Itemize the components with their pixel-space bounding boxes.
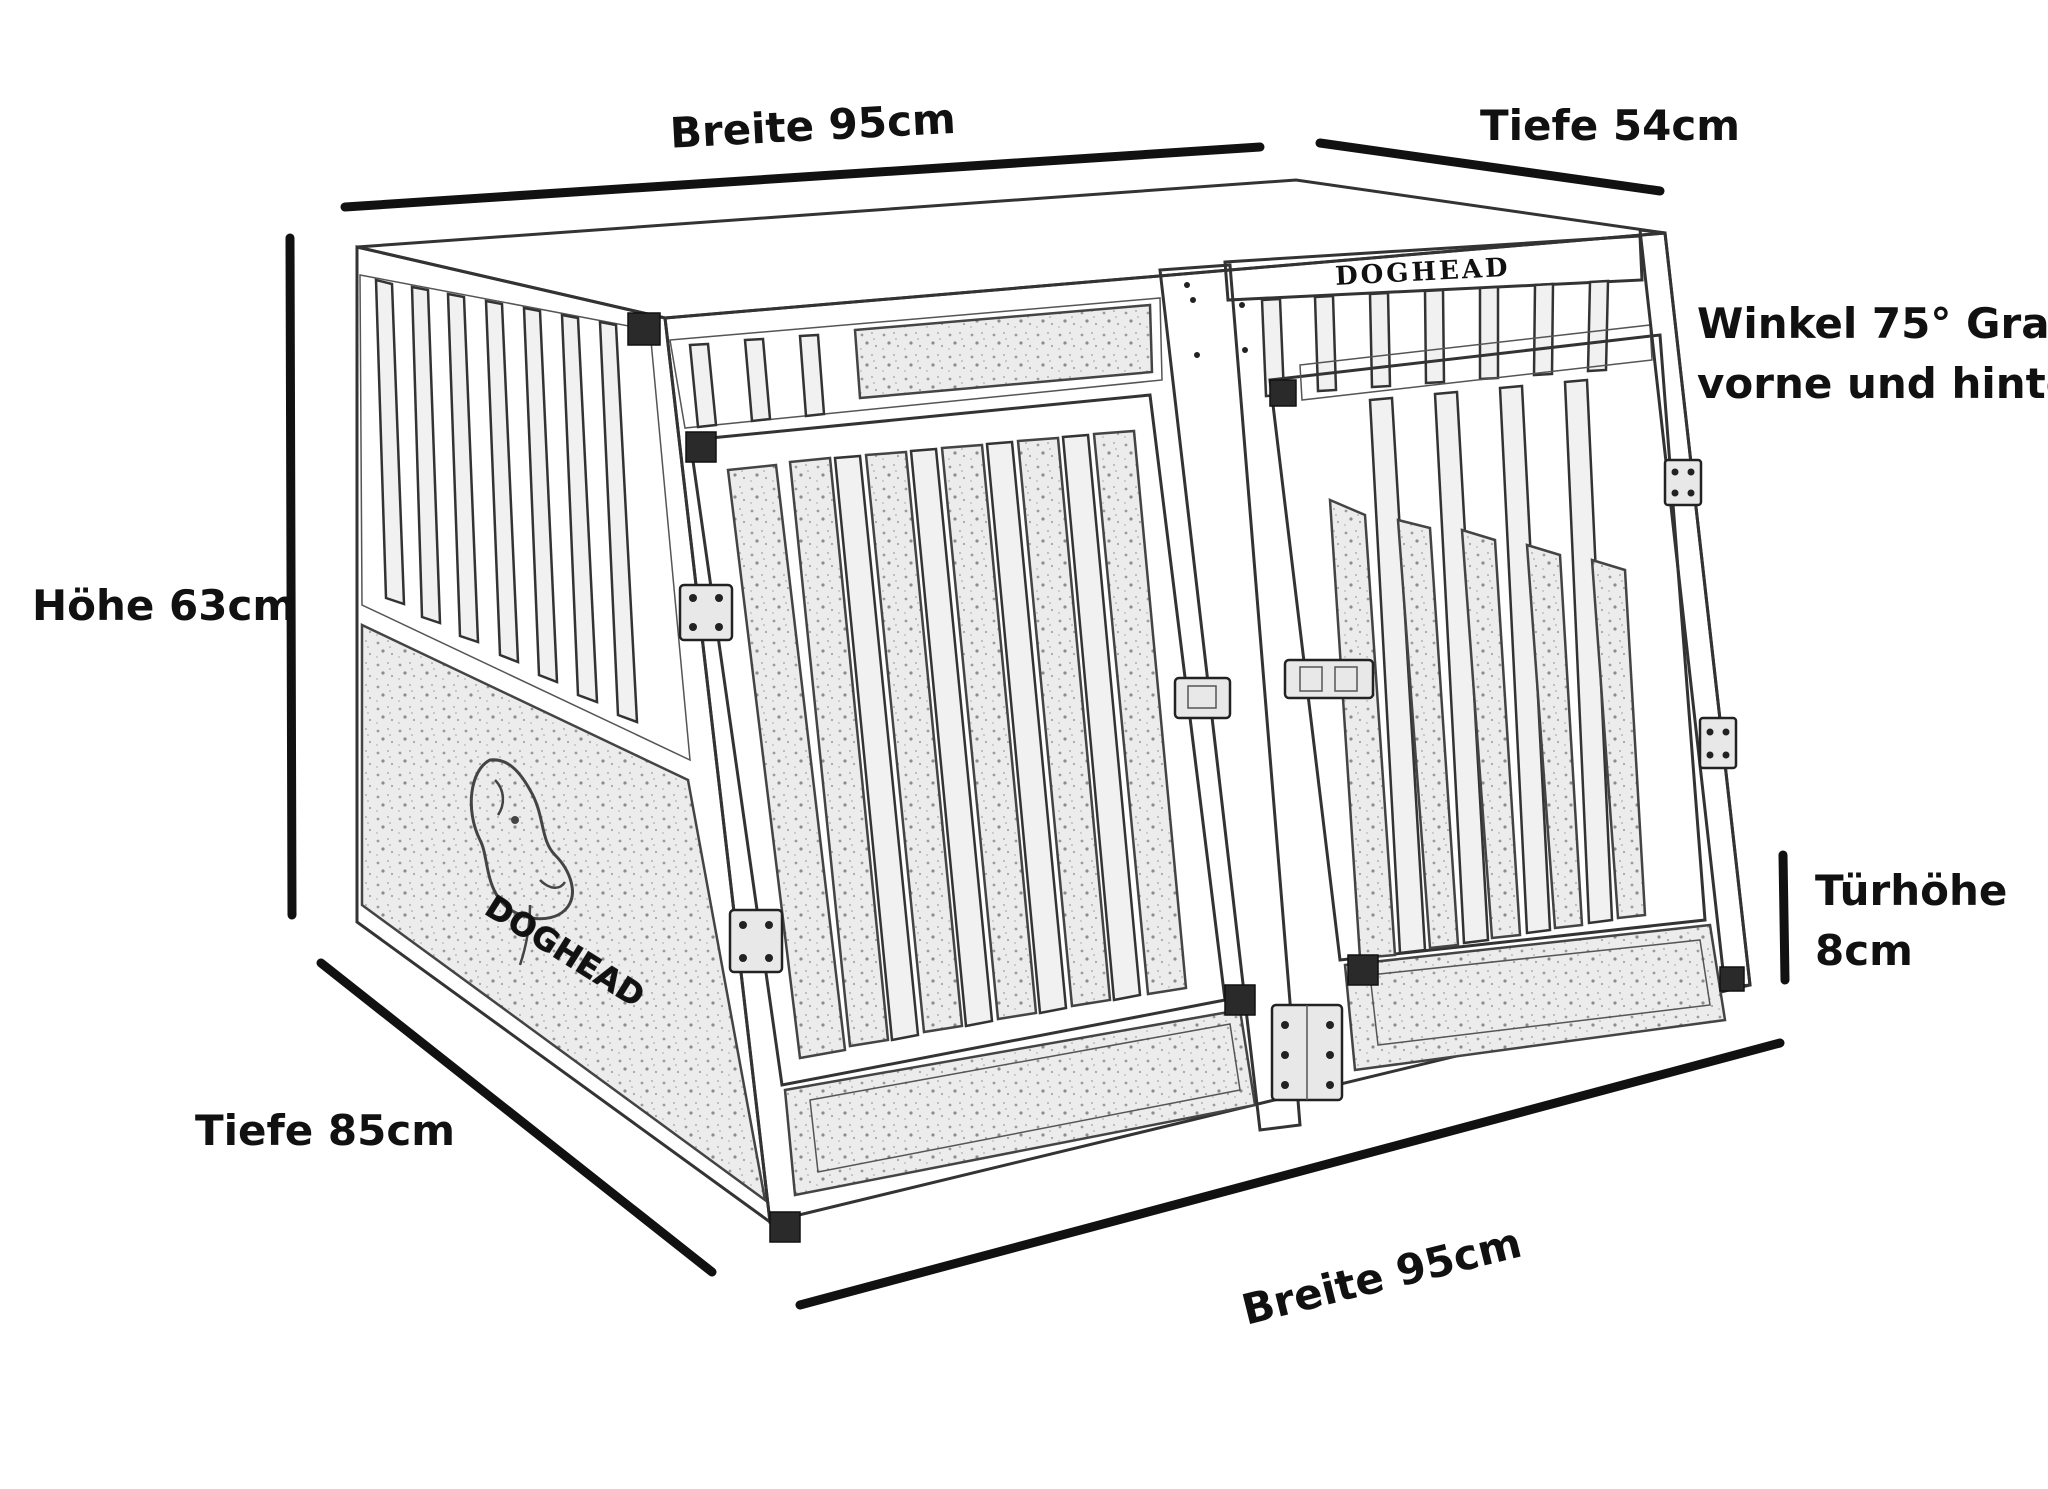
front-left-top-window <box>853 303 1154 400</box>
left-door-lower-hinge <box>728 908 784 974</box>
center-lower-hinge <box>1270 1003 1344 1102</box>
dog-crate: DOGHEAD <box>355 178 1752 1243</box>
right-door[interactable] <box>1268 324 1727 1072</box>
left-door-latch[interactable] <box>1173 676 1232 720</box>
door-latches[interactable] <box>1173 658 1375 720</box>
right-lower-hinge <box>1698 716 1738 770</box>
right-door-bottom-rail <box>1343 923 1727 1072</box>
front-left-top-band <box>669 297 1163 429</box>
left-side-grille-frame <box>359 274 691 762</box>
door-height-line <box>1778 850 1790 985</box>
corner-caps <box>627 312 1745 1243</box>
bottom-depth-line <box>316 958 717 1277</box>
top-depth-line <box>1315 138 1665 196</box>
center-post <box>1158 263 1302 1132</box>
left-side-bars <box>374 278 639 724</box>
dog-head-icon <box>469 758 574 966</box>
bottom-width-label: Breite 95cm <box>1237 1218 1526 1335</box>
height-line <box>285 233 297 920</box>
height-label: Höhe 63cm <box>32 581 296 630</box>
right-door-frame <box>1268 333 1707 962</box>
door-height-label-line1: Türhöhe <box>1815 866 2007 915</box>
bottom-width-line <box>795 1038 1785 1310</box>
brand-plate <box>1223 234 1644 302</box>
front-left-top-bars <box>688 333 826 429</box>
dimension-lines <box>285 138 1790 1310</box>
left-door-bars <box>788 429 1188 1048</box>
top-width-label: Breite 95cm <box>669 94 957 158</box>
right-door-bars <box>1328 378 1647 960</box>
center-post-dots <box>1184 282 1248 358</box>
front-right-top-bars <box>1260 279 1610 398</box>
bottom-depth-label: Tiefe 85cm <box>195 1106 455 1155</box>
right-outer-post <box>1638 228 1752 990</box>
left-door[interactable] <box>688 393 1257 1197</box>
door-height-label-line2: 8cm <box>1815 926 1913 975</box>
top-width-line <box>340 142 1265 212</box>
right-upper-hinge <box>1663 458 1703 507</box>
left-door-bottom-rail <box>783 1008 1257 1197</box>
right-door-rail <box>1299 324 1653 401</box>
dimension-labels: Breite 95cm Tiefe 54cm Höhe 63cm Winkel … <box>32 94 2048 1335</box>
angle-label-line2: vorne und hinten <box>1697 359 2048 408</box>
left-door-stile <box>726 463 847 1060</box>
hinges <box>678 458 1738 1102</box>
right-door-latch[interactable] <box>1283 658 1375 700</box>
angle-label-line1: Winkel 75° Grad <box>1697 299 2048 348</box>
top-depth-label: Tiefe 54cm <box>1480 101 1740 150</box>
left-door-upper-hinge <box>678 583 734 642</box>
